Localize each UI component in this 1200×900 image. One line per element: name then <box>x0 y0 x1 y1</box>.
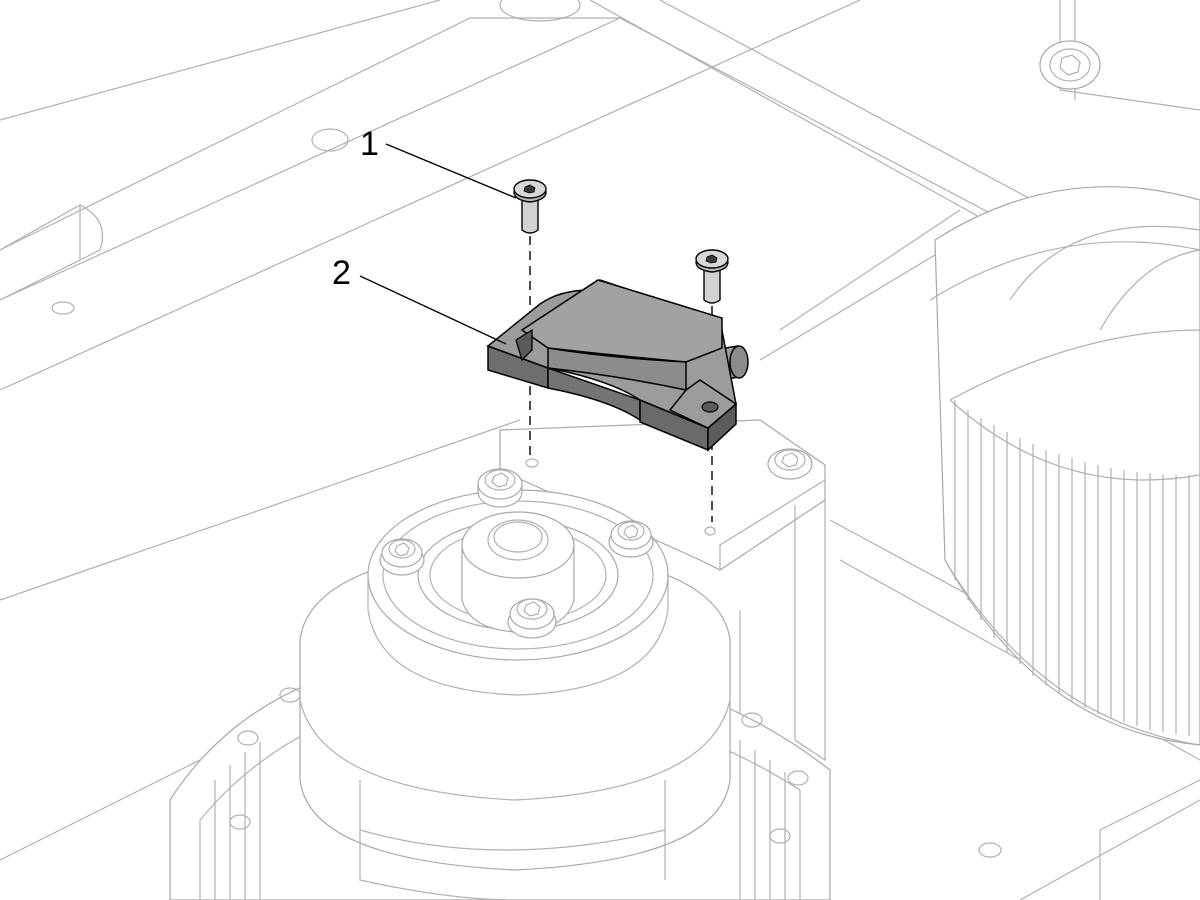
button-head-screw-icon <box>695 249 729 304</box>
hex-socket-screw-icon <box>507 598 557 639</box>
leader-line-2 <box>359 275 507 345</box>
leader-line-1 <box>385 143 517 199</box>
hex-socket-screw-icon <box>1039 40 1101 90</box>
button-head-screw-icon <box>513 179 547 234</box>
hub-assembly <box>299 489 731 900</box>
callout-1: 1 <box>360 125 517 199</box>
hex-socket-screw-icon <box>767 448 813 480</box>
callout-label-1: 1 <box>360 125 379 163</box>
callout-label-2: 2 <box>332 254 351 292</box>
hex-socket-screw-icon <box>379 538 425 576</box>
pulley-teeth-right <box>954 400 1190 736</box>
hex-socket-screw-icon <box>608 520 654 558</box>
mounting-bracket <box>499 419 826 762</box>
sensor-bracket <box>486 279 749 452</box>
right-pulley <box>929 186 1200 746</box>
callout-2: 2 <box>332 254 507 345</box>
hex-socket-screw-icon <box>477 468 523 508</box>
